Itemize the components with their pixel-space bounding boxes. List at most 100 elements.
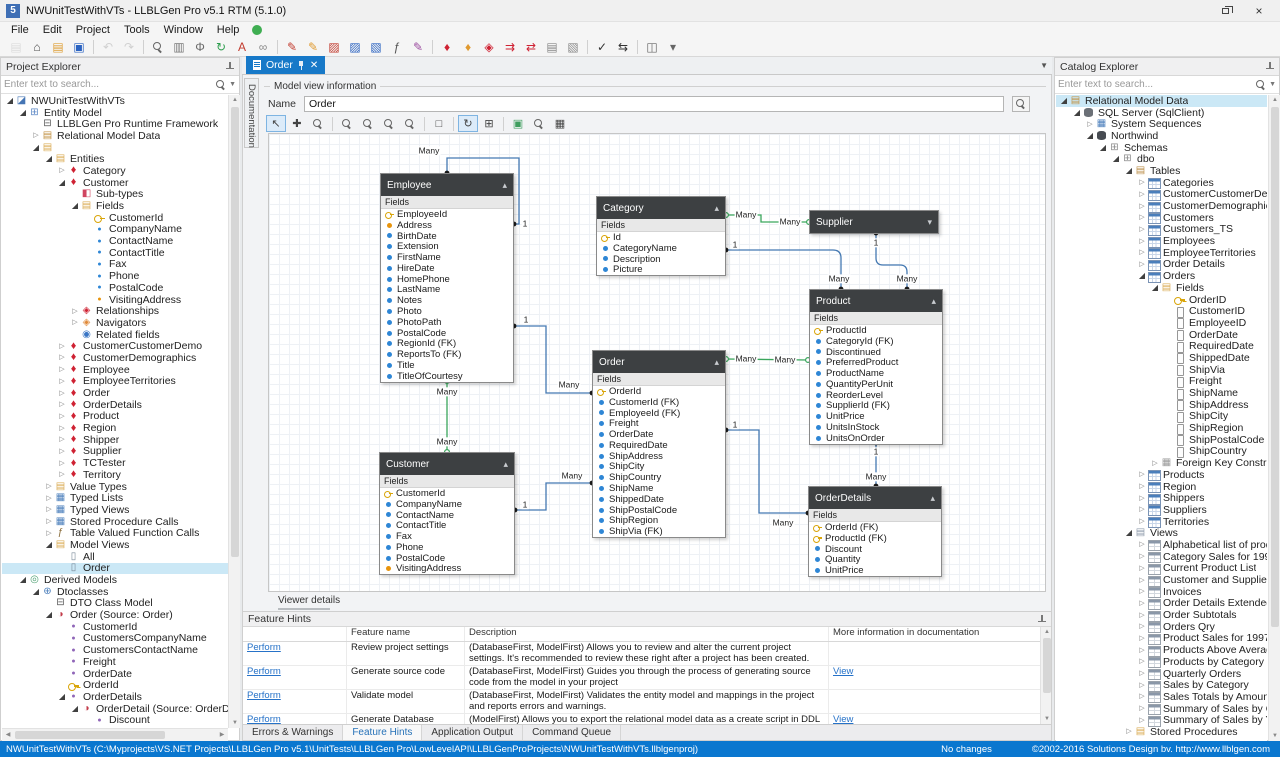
new-many-to-many-button[interactable]: ⇄ <box>521 39 541 56</box>
expander-closed-icon[interactable]: ▷ <box>1139 705 1145 713</box>
find-button[interactable] <box>148 39 168 56</box>
entity-field[interactable]: ShipName <box>593 483 725 494</box>
expander-open-icon[interactable]: ◢ <box>1138 271 1146 281</box>
tree-item-contacttitle[interactable]: ●ContactTitle <box>2 247 228 259</box>
validate-project-button[interactable]: ✓ <box>592 39 612 56</box>
open-project-button[interactable]: ▤ <box>48 39 68 56</box>
entity-field[interactable]: ProductId <box>810 325 942 336</box>
tree-item-shipcountry[interactable]: ShipCountry <box>1056 445 1267 458</box>
entity-field[interactable]: VisitingAddress <box>380 564 514 575</box>
entity-field[interactable]: ShipCountry <box>593 472 725 483</box>
entity-field[interactable]: ReorderLevel <box>810 390 942 401</box>
expander-open-icon[interactable]: ◢ <box>1099 142 1107 152</box>
tree-item-shipname[interactable]: ShipName <box>1056 387 1267 400</box>
tab-list-chevron-icon[interactable]: ▼ <box>1040 61 1048 70</box>
expander-closed-icon[interactable]: ▷ <box>1139 237 1145 245</box>
tree-item-order[interactable]: ▯Order <box>2 562 228 574</box>
expander-closed-icon[interactable]: ▷ <box>1139 611 1145 619</box>
entity-field[interactable]: ProductId (FK) <box>809 533 941 544</box>
toolbar-options-button[interactable]: ▾ <box>663 39 683 56</box>
tree-item-entity-model[interactable]: ◢⊞Entity Model <box>2 107 228 119</box>
entity-field[interactable]: LastName <box>381 285 513 296</box>
tree-item-shippeddate[interactable]: ShippedDate <box>1056 352 1267 365</box>
expand-chevron-icon[interactable]: ▾ <box>927 216 932 227</box>
tree-item-relationships[interactable]: ▷◈Relationships <box>2 305 228 317</box>
tree-item-customerid[interactable]: CustomerId <box>2 212 228 224</box>
generate-code-red-button[interactable]: ✎ <box>282 39 302 56</box>
pin-icon[interactable] <box>1037 614 1046 624</box>
tree-item-customerid[interactable]: CustomerID <box>1056 305 1267 318</box>
sync-relational-data-button[interactable]: ⇆ <box>613 39 633 56</box>
expander-closed-icon[interactable]: ▷ <box>1139 553 1145 561</box>
tree-item-product[interactable]: ▷♦Product <box>2 410 228 422</box>
entity-field[interactable]: SupplierId (FK) <box>810 401 942 412</box>
expander-open-icon[interactable]: ◢ <box>1125 165 1133 175</box>
entity-field[interactable]: HomePhone <box>381 274 513 285</box>
expander-closed-icon[interactable]: ▷ <box>1152 459 1158 467</box>
tree-item-shippostalcode[interactable]: ShipPostalCode <box>1056 434 1267 447</box>
tree-item-requireddate[interactable]: RequiredDate <box>1056 340 1267 353</box>
tree-item-orderdate[interactable]: ●OrderDate <box>2 668 228 680</box>
entity-field[interactable]: EmployeeId <box>381 209 513 220</box>
expander-closed-icon[interactable]: ▷ <box>1139 693 1145 701</box>
tree-item-employees[interactable]: ▷Employees <box>1056 235 1267 248</box>
tree-item-customerscompanyname[interactable]: ●CustomersCompanyName <box>2 632 228 644</box>
menu-tools[interactable]: Tools <box>123 24 150 36</box>
expander-closed-icon[interactable]: ▷ <box>1139 716 1145 724</box>
expander-closed-icon[interactable]: ▷ <box>1139 249 1145 257</box>
documentation-side-tab[interactable]: Documentation <box>244 78 259 148</box>
entity-header[interactable]: Product▴ <box>810 290 942 312</box>
entity-field[interactable]: UnitPrice <box>809 565 941 576</box>
expander-open-icon[interactable]: ◢ <box>71 703 79 713</box>
tree-item-customerid[interactable]: ●CustomerId <box>2 621 228 633</box>
name-search-button[interactable] <box>1012 95 1031 112</box>
print-button[interactable]: ▦ <box>550 115 570 132</box>
expander-open-icon[interactable]: ◢ <box>1151 282 1159 292</box>
entity-field[interactable]: ShipRegion <box>593 516 725 527</box>
pin-icon[interactable] <box>225 62 234 71</box>
expander-open-icon[interactable]: ◢ <box>45 539 53 549</box>
tree-item-relational-model-data[interactable]: ◢▤Relational Model Data <box>1056 95 1267 107</box>
new-typed-list-button[interactable]: ▤ <box>542 39 562 56</box>
tree-item-supplier[interactable]: ▷♦Supplier <box>2 445 228 457</box>
tree-item-products-above-average-price[interactable]: ▷Products Above Average Price <box>1056 644 1267 657</box>
collapse-chevron-icon[interactable]: ▴ <box>503 458 508 469</box>
edit-selected-entity-button[interactable]: ◈ <box>479 39 499 56</box>
exclude-element-button[interactable]: ▧ <box>563 39 583 56</box>
expander-closed-icon[interactable]: ▷ <box>1139 471 1145 479</box>
entity-field[interactable]: CategoryName <box>597 243 725 254</box>
tree-item-sales-totals-by-amount[interactable]: ▷Sales Totals by Amount <box>1056 691 1267 704</box>
expander-closed-icon[interactable]: ▷ <box>1139 518 1145 526</box>
bottom-tab-errors-warnings[interactable]: Errors & Warnings <box>243 725 344 740</box>
tree-item-suppliers[interactable]: ▷Suppliers <box>1056 504 1267 517</box>
expander-open-icon[interactable]: ◢ <box>45 610 53 620</box>
new-relationship-button[interactable]: ⇉ <box>500 39 520 56</box>
menu-edit[interactable]: Edit <box>42 24 62 36</box>
expander-closed-icon[interactable]: ▷ <box>59 167 65 175</box>
expander-closed-icon[interactable]: ▷ <box>1139 646 1145 654</box>
expander-closed-icon[interactable]: ▷ <box>1139 214 1145 222</box>
tree-item-shipvia[interactable]: ShipVia <box>1056 364 1267 377</box>
tree-item-customercustomerdemo[interactable]: ▷♦CustomerCustomerDemo <box>2 340 228 352</box>
tree-item-customercustomerdemo[interactable]: ▷CustomerCustomerDemo <box>1056 188 1267 201</box>
expander-closed-icon[interactable]: ▷ <box>1139 658 1145 666</box>
tree-item-orderdetails[interactable]: ▷♦OrderDetails <box>2 399 228 411</box>
expander-open-icon[interactable]: ◢ <box>1086 130 1094 140</box>
entity-field[interactable]: Freight <box>593 418 725 429</box>
tree-item-alphabetical-list-of-products[interactable]: ▷Alphabetical list of products <box>1056 539 1267 552</box>
edit-entity-blue-button[interactable]: ▨ <box>345 39 365 56</box>
restore-button[interactable] <box>1210 2 1240 20</box>
entity-field[interactable]: OrderId <box>593 386 725 397</box>
tree-item-invoices[interactable]: ▷Invoices <box>1056 586 1267 599</box>
input-output-button[interactable]: Φ <box>190 39 210 56</box>
entity-header[interactable]: Customer▴ <box>380 453 514 475</box>
tree-item-customer[interactable]: ◢♦Customer <box>2 177 228 189</box>
entity-field[interactable]: ProductName <box>810 368 942 379</box>
quick-model-button[interactable]: ƒ <box>387 39 407 56</box>
tree-item-customer-and-suppliers-by-city[interactable]: ▷Customer and Suppliers by City <box>1056 574 1267 587</box>
bottom-tab-command-queue[interactable]: Command Queue <box>523 725 622 740</box>
entity-field[interactable]: RequiredDate <box>593 440 725 451</box>
perform-link[interactable]: Perform <box>247 666 281 677</box>
